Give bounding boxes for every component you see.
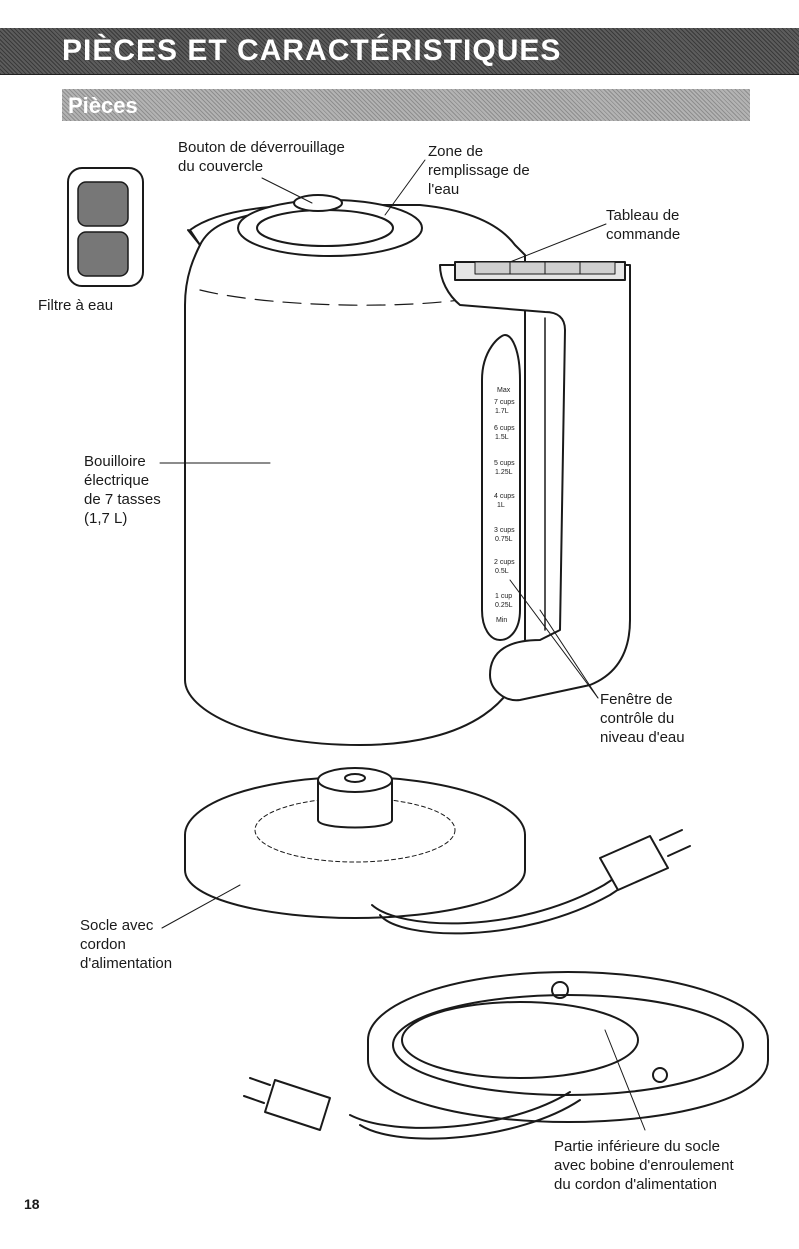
gauge-mark: 1 cup (495, 593, 512, 600)
gauge-mark: 4 cups (494, 493, 515, 500)
gauge-mark: 1.25L (495, 469, 513, 476)
page-title: PIÈCES ET CARACTÉRISTIQUES (62, 34, 562, 67)
gauge-mark: 3 cups (494, 527, 515, 534)
gauge-mark: 5 cups (494, 460, 515, 467)
gauge-mark: Max (497, 387, 511, 394)
gauge-mark: 0.75L (495, 536, 513, 543)
base-bottom-drawing (243, 971, 769, 1140)
gauge-mark: 1.7L (495, 408, 509, 415)
leader-lines (159, 159, 646, 1131)
gauge-mark: Min (496, 617, 507, 624)
gauge-mark: 1L (497, 502, 505, 509)
water-filter-drawing (67, 167, 144, 287)
gauge-mark: 0.5L (495, 568, 509, 575)
gauge-mark: 2 cups (494, 559, 515, 566)
subsection-header-bar (62, 89, 750, 121)
gauge-mark: 6 cups (494, 425, 515, 432)
label-water-window: Fenêtre de contrôle du niveau d'eau (600, 691, 685, 746)
section-header-bar (0, 28, 799, 75)
label-kettle: Bouilloire électrique de 7 tasses (1,7 L… (84, 453, 161, 527)
label-base-cord: Socle avec cordon d'alimentation (80, 917, 173, 972)
label-water-filter: Filtre à eau (38, 297, 114, 314)
subsection-title: Pièces (68, 93, 138, 118)
gauge-mark: 1.5L (495, 434, 509, 441)
page-number: 18 (24, 1196, 40, 1212)
label-fill-zone: Zone de remplissage de l'eau (428, 143, 530, 198)
base-drawing (184, 767, 691, 935)
kettle-drawing (184, 194, 631, 746)
gauge-mark: 7 cups (494, 399, 515, 406)
label-base-bottom: Partie inférieure du socle avec bobine d… (554, 1138, 734, 1193)
water-level-gauge: Max 7 cups 1.7L 6 cups 1.5L 5 cups 1.25L… (494, 387, 515, 624)
label-lid-release: Bouton de déverrouillage du couvercle (178, 139, 345, 175)
label-control-panel: Tableau de commande (606, 207, 681, 243)
gauge-mark: 0.25L (495, 602, 513, 609)
